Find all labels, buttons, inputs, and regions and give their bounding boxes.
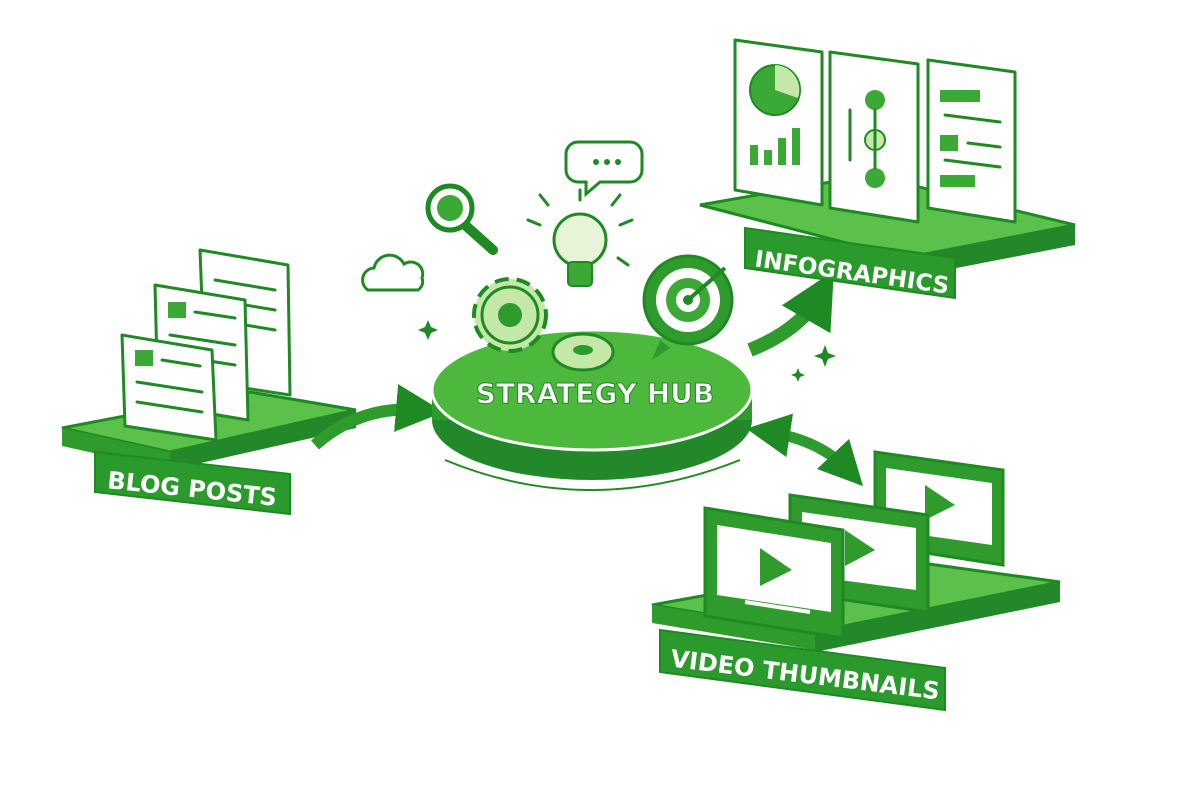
hub-orbit — [444, 459, 741, 491]
hub-top — [430, 328, 754, 452]
arrow-blog-to-hub — [311, 384, 444, 450]
sparkle-icon — [418, 320, 836, 382]
chat-bubble-icon — [564, 140, 644, 198]
infographics-node[interactable]: INFOGRAPHICS — [699, 38, 1076, 300]
lightbulb-icon — [526, 188, 634, 287]
video-screens — [703, 450, 1005, 640]
video-platform-front — [815, 582, 1060, 652]
cloud-icon — [361, 253, 425, 292]
gear-icon — [472, 277, 615, 372]
infographics-charts — [733, 38, 1017, 224]
blog-posts-node[interactable]: BLOG POSTS — [61, 248, 357, 516]
video-thumbnails-banner — [659, 628, 946, 712]
hub-label: STRATEGY HUB — [476, 377, 714, 410]
target-icon — [642, 254, 734, 360]
play-icon — [845, 530, 875, 566]
strategy-hub[interactable]: STRATEGY HUB — [430, 277, 754, 491]
play-icon — [925, 485, 955, 520]
magnifier-icon — [425, 183, 498, 255]
play-icon — [760, 548, 792, 586]
blog-platform-front — [170, 410, 356, 470]
video-platform-side — [652, 605, 815, 650]
arrow-hub-to-infographics — [747, 270, 834, 357]
arrow-hub-video-bidirectional — [746, 413, 864, 487]
blog-documents — [120, 248, 292, 442]
infographics-banner — [744, 226, 956, 300]
blog-posts-banner — [94, 450, 291, 516]
video-thumbnails-node[interactable]: VIDEO THUMBNAILS — [651, 450, 1061, 712]
